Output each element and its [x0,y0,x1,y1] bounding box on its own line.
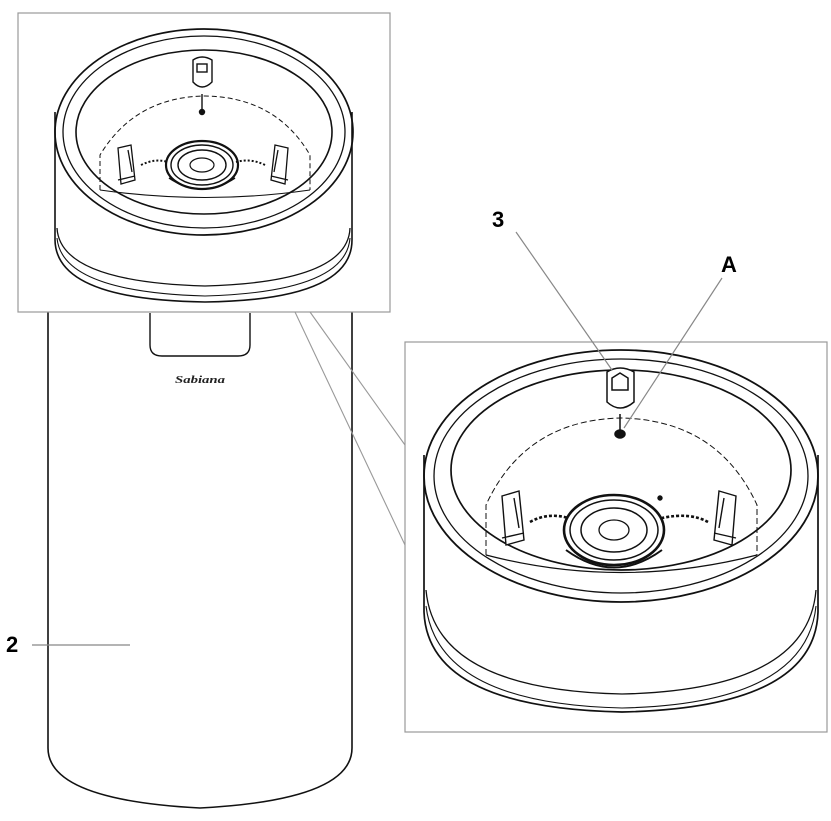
detail-ring [423,349,819,713]
callout-3: 3 [492,207,504,232]
top-side-clamps [117,144,289,185]
callout-a: A [721,252,737,277]
detail-center-flange [562,493,666,569]
detail-side-clamps [501,490,737,546]
top-bracket [192,56,213,116]
brand-logo: Sabiana [175,375,225,386]
top-ring-upper [54,28,354,303]
control-panel-recess [149,313,251,357]
callout-2: 2 [6,632,18,657]
top-center-flange [164,139,240,191]
leader-lines [32,231,723,646]
leader-part-3 [515,231,613,371]
cylinder-body [47,300,353,809]
zoom-connector-lines [294,311,406,546]
detail-bracket [606,367,635,439]
leader-part-a [623,277,723,429]
